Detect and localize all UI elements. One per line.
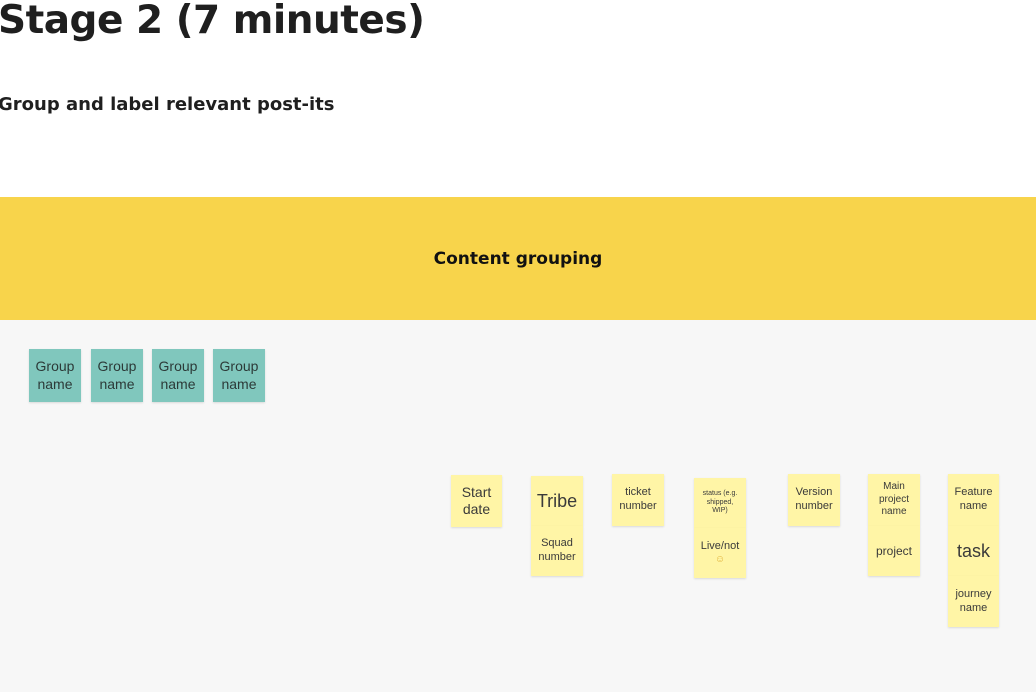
content-grouping-banner[interactable]: Content grouping	[0, 197, 1036, 320]
page-title: Stage 2 (7 minutes)	[0, 0, 425, 43]
feature-name-sticky[interactable]: Feature name	[948, 474, 999, 526]
group-name-sticky[interactable]: Group name	[213, 349, 265, 402]
version-number-sticky[interactable]: Version number	[788, 474, 840, 526]
tribe-sticky[interactable]: Tribe	[531, 476, 583, 526]
status-sticky[interactable]: status (e.g. shipped, WIP)	[694, 478, 746, 528]
task-sticky[interactable]: task	[948, 526, 999, 576]
project-sticky[interactable]: project	[868, 526, 920, 576]
banner-title: Content grouping	[433, 249, 603, 269]
live-not-label: Live/not	[700, 539, 740, 552]
start-date-sticky[interactable]: Start date	[451, 475, 502, 527]
group-name-sticky[interactable]: Group name	[91, 349, 143, 402]
emoji-icon: ☺	[714, 553, 726, 565]
squad-number-sticky[interactable]: Squad number	[531, 526, 583, 576]
main-project-name-sticky[interactable]: Main project name	[868, 474, 920, 526]
group-name-sticky[interactable]: Group name	[152, 349, 204, 402]
page-subtitle: Group and label relevant post-its	[0, 94, 335, 115]
journey-name-sticky[interactable]: journey name	[948, 576, 999, 627]
live-not-sticky[interactable]: Live/not ☺	[694, 528, 746, 578]
group-name-sticky[interactable]: Group name	[29, 349, 81, 402]
ticket-number-sticky[interactable]: ticket number	[612, 474, 664, 526]
